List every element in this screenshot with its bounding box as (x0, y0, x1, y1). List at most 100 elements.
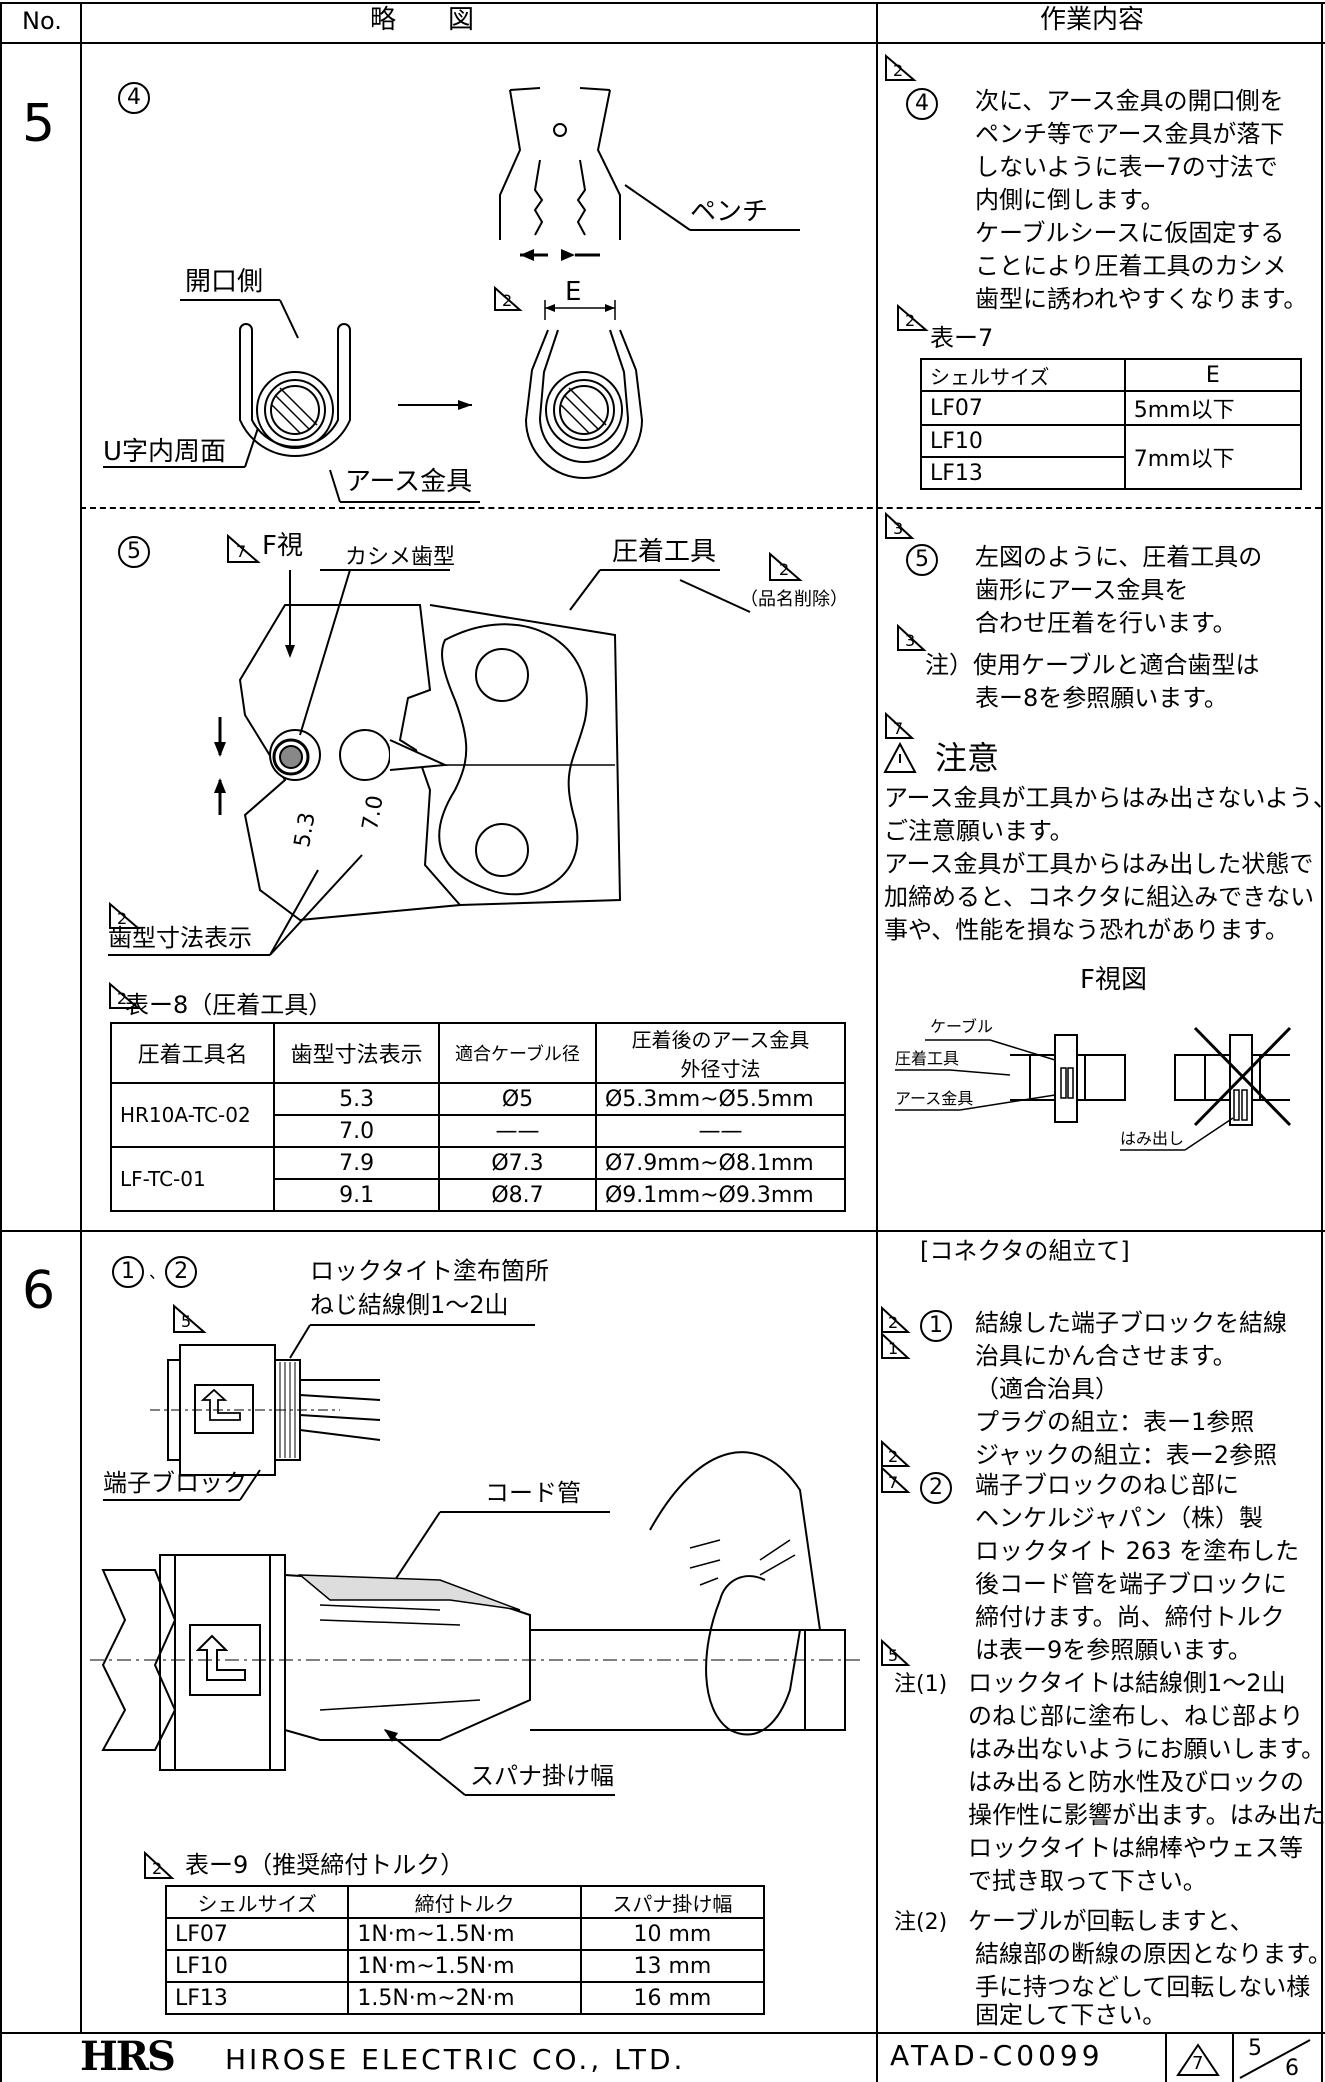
step-4-text: ことにより圧着工具のカシメ (975, 252, 1287, 280)
caution-text: 加締めると、コネクタに組込みできない (884, 883, 1315, 911)
note-1-text: はみ出ないようにお願いします。 (968, 1735, 1325, 1763)
header-sketch: 略 図 (370, 5, 475, 35)
u-inner-label: U字内周面 (103, 437, 227, 467)
note-2-text: 手に持つなどして回転しない様 (975, 1973, 1311, 2001)
rev-tri-label: 2 (117, 989, 128, 1008)
rev-tri-label: 1 (888, 1339, 899, 1358)
terminal-block-label: 端子ブロック (103, 1469, 247, 1497)
footer-rev: 7 (1192, 2053, 1204, 2074)
rev-tri-label: 2 (893, 61, 904, 80)
col-divider-1 (80, 2, 82, 2032)
note-1-text: で拭き取って下さい。 (968, 1867, 1207, 1895)
pliers-label: ペンチ (690, 197, 769, 227)
item-1-text: 治具にかん合させます。 (975, 1342, 1237, 1370)
note-2-label: 注(2) (894, 1910, 948, 1935)
header-no: No. (22, 7, 62, 35)
step-4-text: 歯型に誘われやすくなります。 (975, 285, 1308, 313)
overhang-label: はみ出し (1120, 1129, 1185, 1148)
item-2-text: 後コード管を端子ブロックに (975, 1570, 1287, 1598)
rev-tri-label: 7 (236, 542, 247, 561)
note-1-text: はみ出ると防水性及びロックの (968, 1768, 1304, 1796)
row-number-6: 6 (22, 1261, 56, 1321)
frame-top (0, 2, 1325, 4)
rev-tri-label: 2 (779, 560, 790, 579)
header-bottom (0, 42, 1325, 44)
step-5-text: 左図のように、圧着工具の (975, 543, 1263, 571)
rev-tri-label: 2 (152, 1859, 163, 1878)
item-2-text: ヘンケルジャパン（株）製 (975, 1504, 1263, 1532)
deleted-note: （品名削除） (740, 589, 848, 610)
item-1-text: 結線した端子ブロックを結線 (975, 1309, 1287, 1337)
tri-2-label: 2 (502, 291, 513, 310)
rev-tri-label: 7 (893, 719, 904, 738)
note-1-label: 注(1) (894, 1672, 948, 1697)
step-5-text: 歯形にアース金具を (975, 576, 1189, 604)
page-total: 6 (1285, 2056, 1299, 2081)
f-view-title: F視図 (1080, 965, 1147, 995)
footer-divider (1165, 2032, 1167, 2082)
item-2-text: は表ー9を参照願います。 (975, 1636, 1252, 1664)
step-4-text: ペンチ等でアース金具が落下 (975, 120, 1285, 148)
frame-left (0, 2, 2, 2082)
caution-title: 注意 (935, 739, 1000, 777)
table-8-label: 表ー8（圧着工具） (125, 991, 333, 1019)
tool-label: 圧着工具 (895, 1049, 960, 1068)
crimp-tool-label: 圧着工具 (612, 537, 717, 567)
rev-tri-label: 2 (117, 909, 128, 928)
cord-pipe-label: コード管 (485, 1479, 581, 1507)
note-2-text: 固定して下さい。 (975, 2001, 1167, 2029)
earth-fitting-label: アース金具 (345, 467, 473, 497)
cable-label: ケーブル (930, 1017, 994, 1036)
note-1-text: ロックタイトは結線側1〜2山 (968, 1669, 1286, 1697)
loctite-label-2: ねじ結線側1〜2山 (310, 1291, 509, 1319)
col-divider-2 (876, 2, 878, 2082)
step-4-text: 内側に倒します。 (975, 186, 1165, 214)
note-2-text: 結線部の断線の原因となります。 (975, 1940, 1325, 1968)
step-4-num: 4 (906, 88, 938, 120)
note-text: 表ー8を参照願います。 (975, 684, 1228, 712)
frame-right (1321, 2, 1323, 2082)
note-1-text: 操作性に影響が出ます。はみ出た (968, 1801, 1325, 1829)
loctite-label: ロックタイト塗布箇所 (310, 1257, 550, 1285)
step-5-marker: 5 (118, 536, 150, 568)
row-number-5: 5 (22, 94, 56, 154)
item-2-text: 締付けます。尚、締付トルク (975, 1603, 1285, 1631)
header-work: 作業内容 (1040, 5, 1145, 35)
step-4-text: ケーブルシースに仮固定する (975, 219, 1285, 247)
hrs-logo: HRS (80, 2033, 176, 2080)
company-name: HIROSE ELECTRIC CO., LTD. (225, 2043, 686, 2076)
kashime-label: カシメ歯型 (345, 545, 456, 570)
step-1-2-marker: 1 、2 (112, 1256, 198, 1288)
rev-tri-label: 3 (893, 519, 904, 538)
footer-top (0, 2032, 1325, 2034)
note-1-text: のねじ部に塗布し、ねじ部より (968, 1702, 1304, 1730)
rev-tri-label: 5 (181, 1312, 192, 1331)
f-view-label: F視 (262, 531, 303, 561)
step-divider (80, 507, 1321, 509)
opening-side-label: 開口側 (185, 267, 264, 297)
step-4-text: 次に、アース金具の開口側を (975, 87, 1284, 115)
e-dim-label: E (565, 277, 582, 307)
rev-tri-label: 2 (888, 1313, 899, 1332)
item-1-num: 1 (920, 1310, 952, 1342)
rev-tri-label: 2 (888, 1447, 899, 1466)
step-4-marker: 4 (118, 82, 150, 114)
item-1-text: ジャックの組立：表ー2参照 (975, 1441, 1278, 1469)
row-divider (0, 1230, 1325, 1232)
table-8: 圧着工具名 歯型寸法表示 適合ケーブル径 圧着後のアース金具外径寸法 HR10A… (109, 1022, 847, 1212)
item-1-text: （適合治具） (975, 1375, 1119, 1403)
note-1-text: ロックタイトは綿棒やウェス等 (968, 1834, 1304, 1862)
rev-tri-label: 7 (888, 1473, 899, 1492)
die-dim-label: 歯型寸法表示 (108, 924, 252, 952)
table-7-label: 表ー7 (930, 324, 994, 352)
item-2-text: 端子ブロックのねじ部に (975, 1471, 1239, 1499)
note-2-text: ケーブルが回転しますと、 (968, 1907, 1254, 1935)
caution-text: アース金具が工具からはみ出した状態で (884, 850, 1314, 878)
rev-tri-label: 3 (905, 631, 916, 650)
